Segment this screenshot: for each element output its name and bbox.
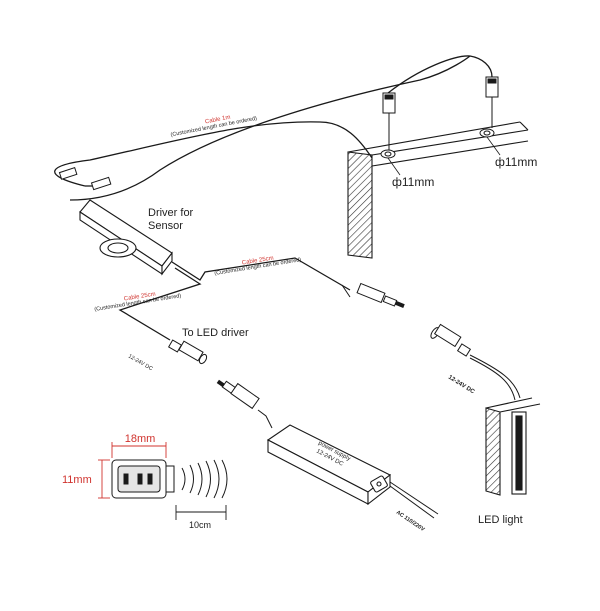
dc-plug-power-supply	[216, 379, 273, 429]
hole-diameter-left: ф11mm	[392, 175, 434, 189]
driver-output-cables	[118, 257, 351, 341]
inline-connector-upper	[58, 167, 112, 191]
dim-height-label: 11mm	[62, 474, 92, 486]
cabinet-side-panel	[347, 151, 373, 259]
sensor-mounted-right	[479, 76, 499, 138]
led-light-cabinet	[485, 397, 541, 496]
dim-range-label: 10cm	[189, 520, 211, 530]
dim-width-label: 18mm	[125, 433, 156, 445]
dc-plug-upper	[341, 282, 405, 309]
hole-diameter-right: ф11mm	[495, 155, 537, 169]
ac-input-cable	[389, 481, 439, 519]
range-dimension	[175, 505, 227, 520]
cabinet-shelf	[347, 121, 529, 259]
hole-leader-lines	[387, 136, 501, 176]
dc-socket-led-light	[430, 323, 521, 401]
cable-1m-title: Cable 1m	[205, 115, 231, 126]
led-light-label: LED light	[478, 514, 523, 526]
sensor-dimension-drawing	[111, 459, 175, 499]
sensor-mounted-left	[380, 92, 396, 159]
sensor-driver-box	[79, 199, 173, 276]
ac-input-label: AC 110/220V	[395, 510, 426, 533]
dc-label-left: 12-24V DC	[127, 354, 154, 373]
driver-for-sensor-label-line2: Sensor	[148, 220, 183, 232]
detection-waves	[181, 459, 228, 499]
cable-25cm-title-lower: Cable 25cm	[124, 292, 157, 303]
dc-socket-to-led-driver	[167, 339, 208, 365]
dc-label-right: 12-24V DC	[447, 375, 476, 396]
cable-25cm-title-upper: Cable 25cm	[242, 256, 275, 267]
driver-for-sensor-label-line1: Driver for	[148, 207, 194, 219]
to-led-driver-label: To LED driver	[182, 327, 249, 339]
power-supply-box	[266, 424, 392, 506]
dimension-lines	[98, 442, 167, 499]
